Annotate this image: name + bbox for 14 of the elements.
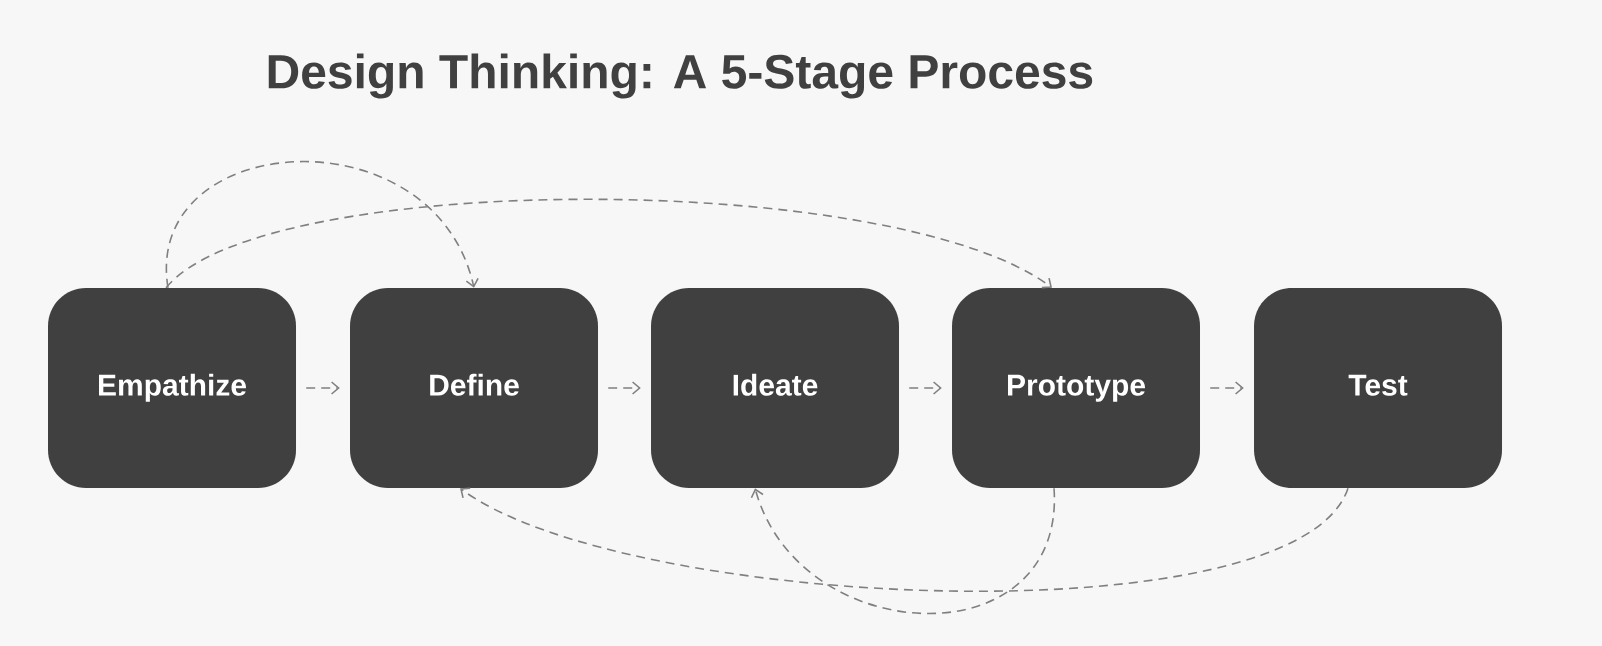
arrow — [1209, 381, 1244, 395]
arrow — [607, 381, 641, 395]
stage-box: Empathize — [48, 288, 296, 488]
stage-box: Test — [1254, 288, 1502, 488]
stage-box: Define — [350, 288, 598, 488]
stage-box: Ideate — [651, 288, 899, 488]
arrow — [908, 381, 942, 395]
arrow — [167, 160, 479, 289]
stage-box: Prototype — [952, 288, 1200, 488]
arrow — [165, 198, 1052, 289]
title: Design Thinking: A 5-Stage Process — [268, 53, 1093, 99]
arrow — [460, 487, 1349, 592]
arrow — [750, 487, 1055, 615]
arrow — [305, 381, 340, 395]
